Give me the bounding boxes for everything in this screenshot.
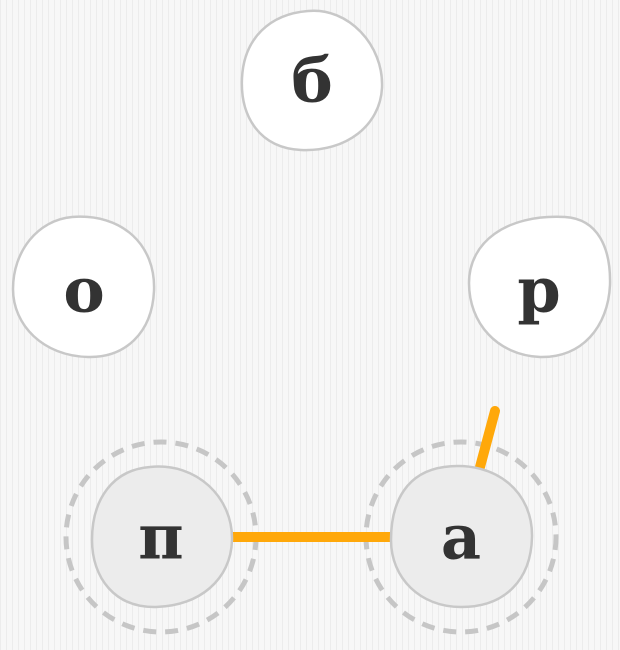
tile-letter: о [63,254,104,327]
drag-link [475,406,500,472]
letter-tile-p[interactable]: п [90,465,234,609]
letter-tile-a[interactable]: а [389,464,534,609]
tile-shape [467,215,612,359]
letter-tile-r[interactable]: р [467,215,612,359]
tile-letter: п [138,501,183,574]
tile-letter: а [441,501,481,574]
letter-tile-b[interactable]: б [240,9,384,152]
tile-letter: р [517,254,560,327]
tile-shape [240,9,384,152]
tile-shape [90,465,234,609]
letter-tile-o[interactable]: о [11,215,156,359]
tile-shape [389,464,534,609]
tile-shape [11,215,156,359]
tile-letter: б [291,44,332,117]
